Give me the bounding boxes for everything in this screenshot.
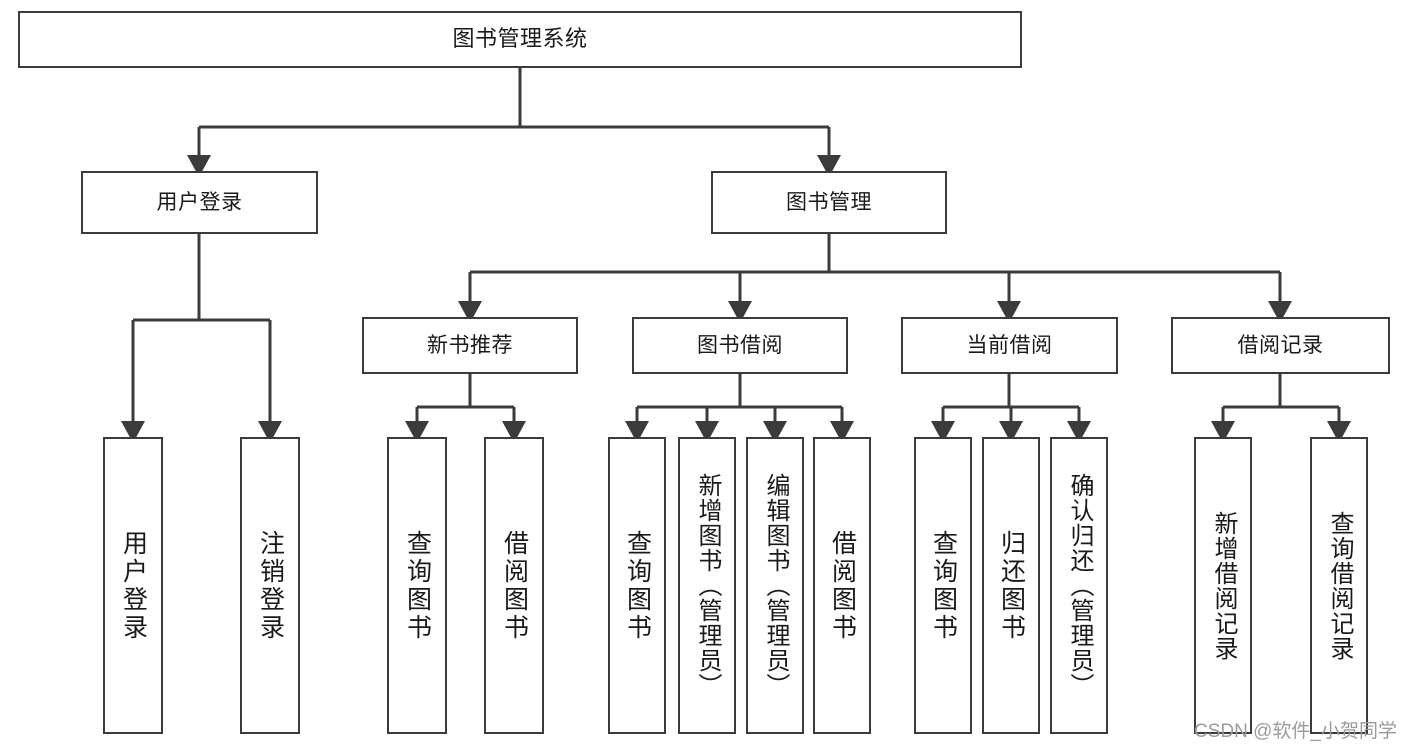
leaf-borrow-book[interactable]: 借阅图书 (813, 437, 871, 734)
leaf-query-book-borrow[interactable]: 查询图书 (608, 437, 666, 734)
leaf-add-book-admin-label: 新增图书（管理员） (694, 473, 721, 698)
leaf-user-login-label: 用户登录 (119, 529, 148, 642)
watermark: CSDN @软件_小贺同学 (1194, 721, 1397, 742)
node-book-management[interactable]: 图书管理 (711, 171, 947, 234)
node-current-borrow-label: 当前借阅 (966, 333, 1053, 357)
node-root-label: 图书管理系统 (452, 26, 588, 52)
node-borrow-record[interactable]: 借阅记录 (1171, 317, 1390, 374)
node-new-book-recommend-label: 新书推荐 (427, 333, 513, 357)
node-borrow-record-label: 借阅记录 (1237, 333, 1324, 357)
node-user-login[interactable]: 用户登录 (81, 171, 318, 234)
leaf-add-book-admin[interactable]: 新增图书（管理员） (678, 437, 736, 734)
node-book-borrow-label: 图书借阅 (697, 333, 783, 357)
leaf-borrow-book-newbook[interactable]: 借阅图书 (484, 437, 544, 734)
leaf-user-login[interactable]: 用户登录 (103, 437, 163, 734)
leaf-return-book[interactable]: 归还图书 (982, 437, 1040, 734)
leaf-logout[interactable]: 注销登录 (240, 437, 300, 734)
leaf-query-borrow-record-label: 查询借阅记录 (1326, 510, 1353, 661)
node-user-login-label: 用户登录 (156, 190, 243, 214)
node-book-borrow[interactable]: 图书借阅 (632, 317, 848, 374)
node-new-book-recommend[interactable]: 新书推荐 (362, 317, 578, 374)
leaf-confirm-return-admin[interactable]: 确认归还（管理员） (1050, 437, 1108, 734)
leaf-add-borrow-record-label: 新增借阅记录 (1210, 510, 1237, 661)
leaf-query-book-current-label: 查询图书 (929, 529, 958, 642)
leaf-borrow-book-newbook-label: 借阅图书 (500, 529, 529, 642)
leaf-add-borrow-record[interactable]: 新增借阅记录 (1194, 437, 1252, 734)
leaf-borrow-book-label: 借阅图书 (828, 529, 857, 642)
leaf-logout-label: 注销登录 (256, 529, 285, 642)
leaf-edit-book-admin-label: 编辑图书（管理员） (762, 473, 789, 698)
leaf-query-book-current[interactable]: 查询图书 (914, 437, 972, 734)
node-root[interactable]: 图书管理系统 (18, 11, 1022, 68)
node-current-borrow[interactable]: 当前借阅 (901, 317, 1118, 374)
leaf-confirm-return-admin-label: 确认归还（管理员） (1066, 473, 1093, 698)
leaf-edit-book-admin[interactable]: 编辑图书（管理员） (746, 437, 804, 734)
leaf-query-book-newbook-label: 查询图书 (403, 529, 432, 642)
leaf-query-book-borrow-label: 查询图书 (623, 529, 652, 642)
node-book-management-label: 图书管理 (786, 190, 872, 214)
leaf-return-book-label: 归还图书 (997, 529, 1026, 642)
leaf-query-borrow-record[interactable]: 查询借阅记录 (1310, 437, 1368, 734)
leaf-query-book-newbook[interactable]: 查询图书 (387, 437, 447, 734)
